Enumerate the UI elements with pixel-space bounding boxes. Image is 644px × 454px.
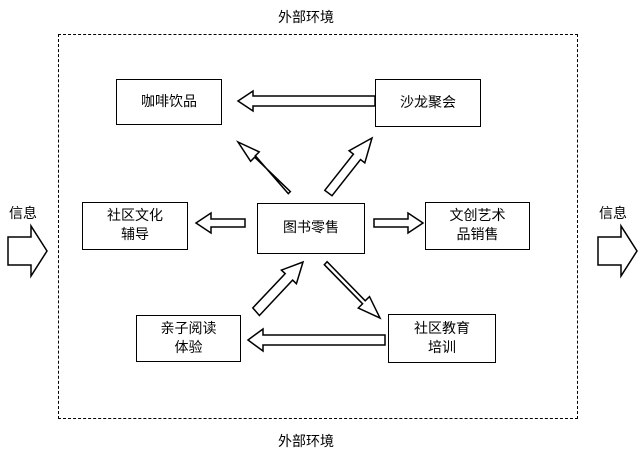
node-creative-art-sales: 文创艺术 品销售 <box>425 202 530 250</box>
arrow-books-to-coffee <box>235 140 292 195</box>
node-guidance-line-2: 辅导 <box>121 227 149 243</box>
node-salon-gathering: 沙龙聚会 <box>375 79 481 127</box>
node-coffee-drinks-label: 咖啡饮品 <box>141 93 197 110</box>
node-education-line-1: 社区教育 <box>414 320 470 337</box>
node-book-retail-label: 图书零售 <box>283 220 339 236</box>
node-parent-line-2: 体验 <box>174 339 203 356</box>
node-education-line-2: 培训 <box>428 339 456 356</box>
node-coffee-drinks: 咖啡饮品 <box>116 79 222 125</box>
node-community-education-training: 社区教育 培训 <box>388 314 496 363</box>
node-parent-child-reading: 亲子阅读 体验 <box>136 315 241 362</box>
arrow-parent-to-books <box>251 260 305 317</box>
node-crafts-line-1: 文创艺术 <box>449 208 506 224</box>
info-label-left: 信息 <box>9 206 37 222</box>
node-book-retail: 图书零售 <box>257 203 365 254</box>
node-parent-line-1: 亲子阅读 <box>160 320 217 337</box>
info-label-right: 信息 <box>599 206 627 222</box>
env-label-bottom: 外部环境 <box>278 434 334 450</box>
node-salon-gathering-label: 沙龙聚会 <box>400 94 456 111</box>
env-label-top: 外部环境 <box>278 10 334 26</box>
info-in-arrow <box>7 223 48 279</box>
info-out-arrow <box>597 223 638 279</box>
arrow-books-to-crafts <box>373 211 425 235</box>
node-guidance-line-1: 社区文化 <box>107 208 163 224</box>
arrow-books-to-education <box>323 260 382 320</box>
arrow-books-to-guidance <box>194 211 246 235</box>
arrow-education-to-parent <box>246 327 386 353</box>
arrow-books-to-salon <box>323 136 374 197</box>
node-crafts-line-2: 品销售 <box>456 227 499 243</box>
external-environment-boundary <box>58 34 578 419</box>
arrow-salon-to-coffee <box>236 89 376 113</box>
node-community-culture-guidance: 社区文化 辅导 <box>82 202 188 250</box>
